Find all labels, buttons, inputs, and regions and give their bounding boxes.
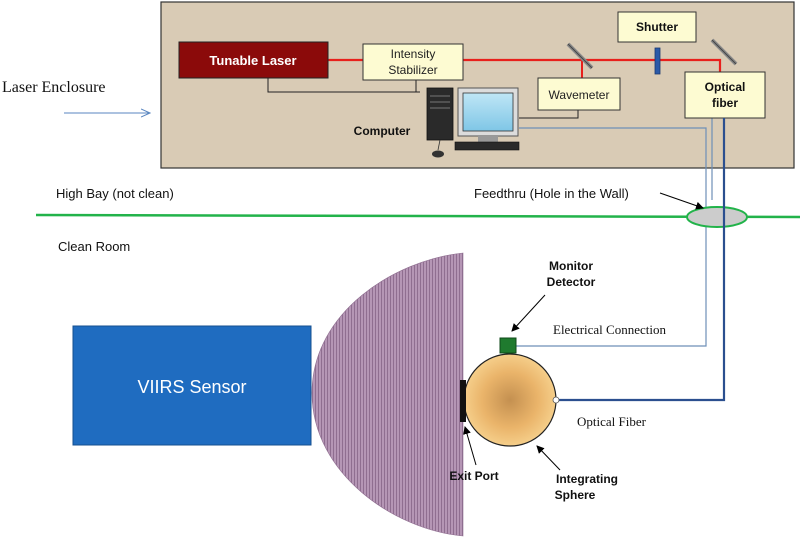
exit-port (460, 380, 466, 422)
laser-wire (267, 78, 420, 93)
wavemeter-box (537, 77, 621, 111)
monitor-detector-label-1: Monitor (549, 259, 593, 273)
laser-enclosure-label: Laser Enclosure (2, 79, 106, 96)
monitor-detector-label-2: Detector (547, 275, 596, 289)
integrating-sphere-arrow (536, 445, 561, 471)
integrating-sphere-label-2: Sphere (555, 488, 596, 502)
computer-electrical-line (516, 127, 707, 347)
tunable-laser-label: Tunable Laser (209, 53, 296, 68)
mirror-1-edge (567, 43, 593, 69)
optical-fiber-box (684, 71, 766, 119)
wall-line (35, 213, 800, 219)
optical-fiber-box-label-1: Optical (705, 80, 746, 94)
integrating-sphere-label-1: Integrating (556, 472, 618, 486)
viirs-sensor-label: VIIRS Sensor (137, 377, 246, 397)
high-bay-label: High Bay (not clean) (56, 186, 174, 201)
integrating-sphere (463, 353, 557, 447)
optical-fiber-line (556, 118, 726, 402)
intensity-stabilizer-label-1: Intensity (391, 47, 436, 61)
computer-label: Computer (354, 124, 411, 138)
feedthru-label: Feedthru (Hole in the Wall) (474, 186, 629, 201)
exit-port-arrow (463, 426, 477, 466)
shutter-label: Shutter (636, 20, 678, 34)
beam-half-disc (311, 252, 464, 537)
computer-icon (426, 87, 520, 158)
feedthru-arrow (659, 192, 704, 210)
laser-beam-2 (582, 58, 722, 72)
monitor-detector (499, 337, 517, 354)
viirs-sensor-box (72, 325, 312, 446)
fiber-port (552, 396, 560, 404)
intensity-stabilizer-box (362, 43, 464, 81)
clean-room-label: Clean Room (58, 239, 130, 254)
tunable-laser-box (178, 41, 329, 79)
shutter-label-box (617, 11, 697, 43)
optical-fiber-box-label-2: fiber (712, 96, 738, 110)
electrical-connection-label: Electrical Connection (553, 322, 666, 337)
monitor-detector-arrow (511, 294, 546, 332)
mirror-2-edge (711, 39, 737, 65)
feedthru-hole (686, 206, 748, 228)
exit-port-label: Exit Port (449, 469, 498, 483)
wavemeter-label: Wavemeter (549, 88, 610, 102)
wavemeter-wire (519, 110, 579, 119)
intensity-stabilizer-label-2: Stabilizer (388, 63, 437, 77)
shutter-element (654, 47, 661, 75)
optical-fiber-label: Optical Fiber (577, 414, 647, 429)
